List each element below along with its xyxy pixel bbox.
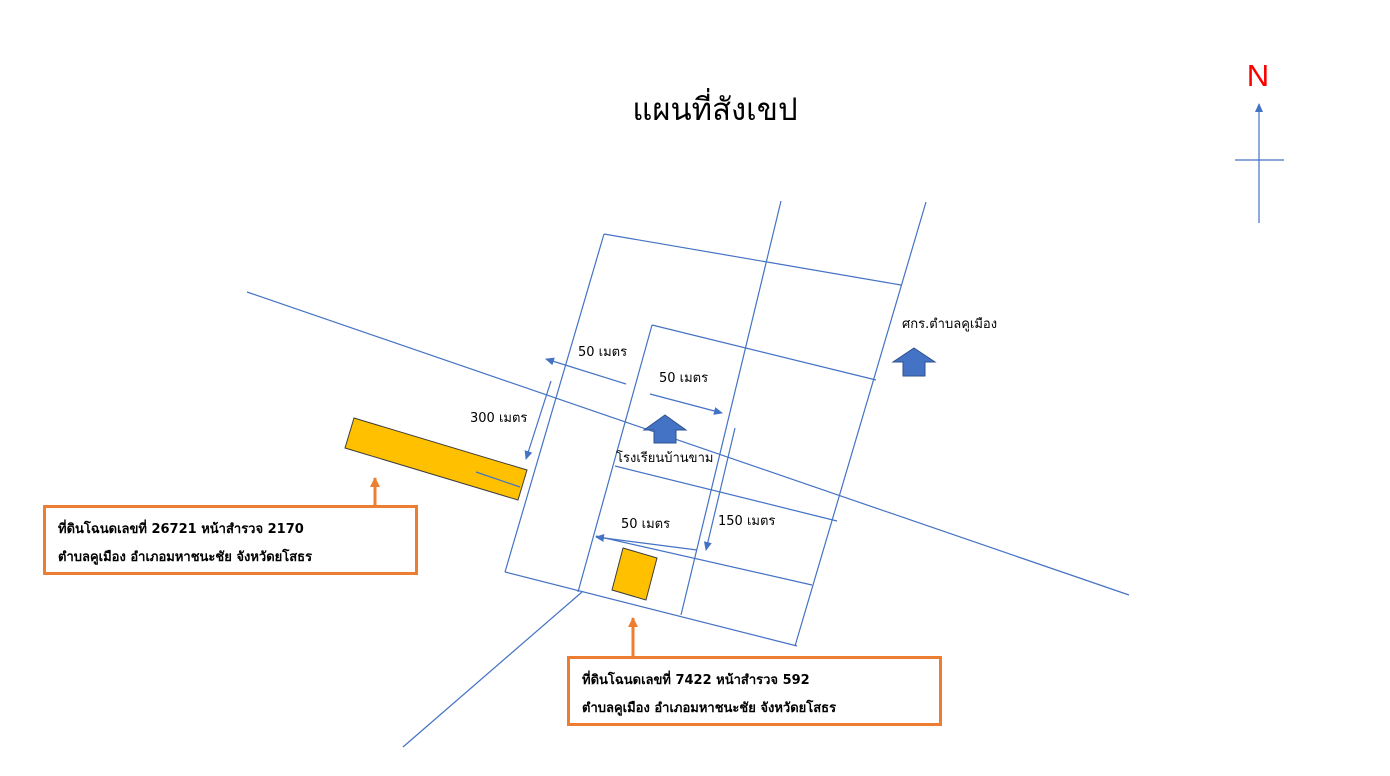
arrow-south: [703, 427, 736, 551]
distance-label-top-left: 50 เมตร: [578, 345, 628, 360]
road-upper-cross: [651, 324, 877, 381]
parcel-west-shape: [344, 417, 528, 501]
road-main-diagonal: [246, 291, 1130, 596]
distance-label-top-right: 50 เมตร: [659, 371, 709, 386]
road-middle-cross: [614, 465, 838, 522]
north-arrow-icon: [1235, 103, 1284, 223]
parcel-west: [344, 417, 528, 501]
landmark-subdistrict-center-label: ศกร.ตำบลคูเมือง: [902, 317, 998, 332]
arrow-top-right: [649, 393, 723, 415]
parcel-callout-south-line2: ตำบลคูเมือง อำเภอมหาชนะชัย จังหวัดยโสธร: [582, 701, 837, 716]
landmark-arrow-icon: [891, 347, 937, 377]
road-center-vertical: [680, 200, 782, 616]
road-lower-cross: [595, 535, 813, 586]
parcel-west-divider: [475, 471, 521, 488]
north-label: N: [1246, 58, 1270, 93]
landmark-school-label: โรงเรียนบ้านขาม: [616, 451, 714, 466]
parcel-callout-south-line1: ที่ดินโฉนดเลขที่ 7422 หน้าสำรวจ 592: [582, 673, 810, 688]
arrow-top-left: [545, 357, 627, 385]
distance-label-west: 300 เมตร: [470, 411, 528, 426]
arrow-west: [524, 380, 552, 460]
road-inner-vertical: [577, 324, 653, 593]
landmark-arrow-icon: [642, 414, 688, 444]
map-title: แผนที่สังเขป: [632, 92, 798, 128]
parcel-south-shape: [611, 547, 658, 601]
distance-label-lower: 50 เมตร: [621, 517, 671, 532]
parcel-callout-west-line1: ที่ดินโฉนดเลขที่ 26721 หน้าสำรวจ 2170: [58, 522, 304, 537]
parcel-callout-west: ที่ดินโฉนดเลขที่ 26721 หน้าสำรวจ 2170 ตำ…: [43, 505, 418, 575]
road-right-vertical: [794, 201, 927, 647]
road-southwest-diagonal: [402, 591, 583, 748]
distance-label-south: 150 เมตร: [718, 514, 776, 529]
arrow-lower: [595, 534, 698, 551]
parcel-callout-west-line2: ตำบลคูเมือง อำเภอมหาชนะชัย จังหวัดยโสธร: [58, 550, 313, 565]
distance-arrows: [524, 357, 736, 551]
road-left-vertical: [504, 233, 605, 573]
parcel-callout-south: ที่ดินโฉนดเลขที่ 7422 หน้าสำรวจ 592 ตำบล…: [567, 656, 942, 726]
road-top-cross: [603, 233, 902, 286]
road-bottom-cross: [504, 571, 798, 647]
road-network: [246, 200, 1130, 748]
